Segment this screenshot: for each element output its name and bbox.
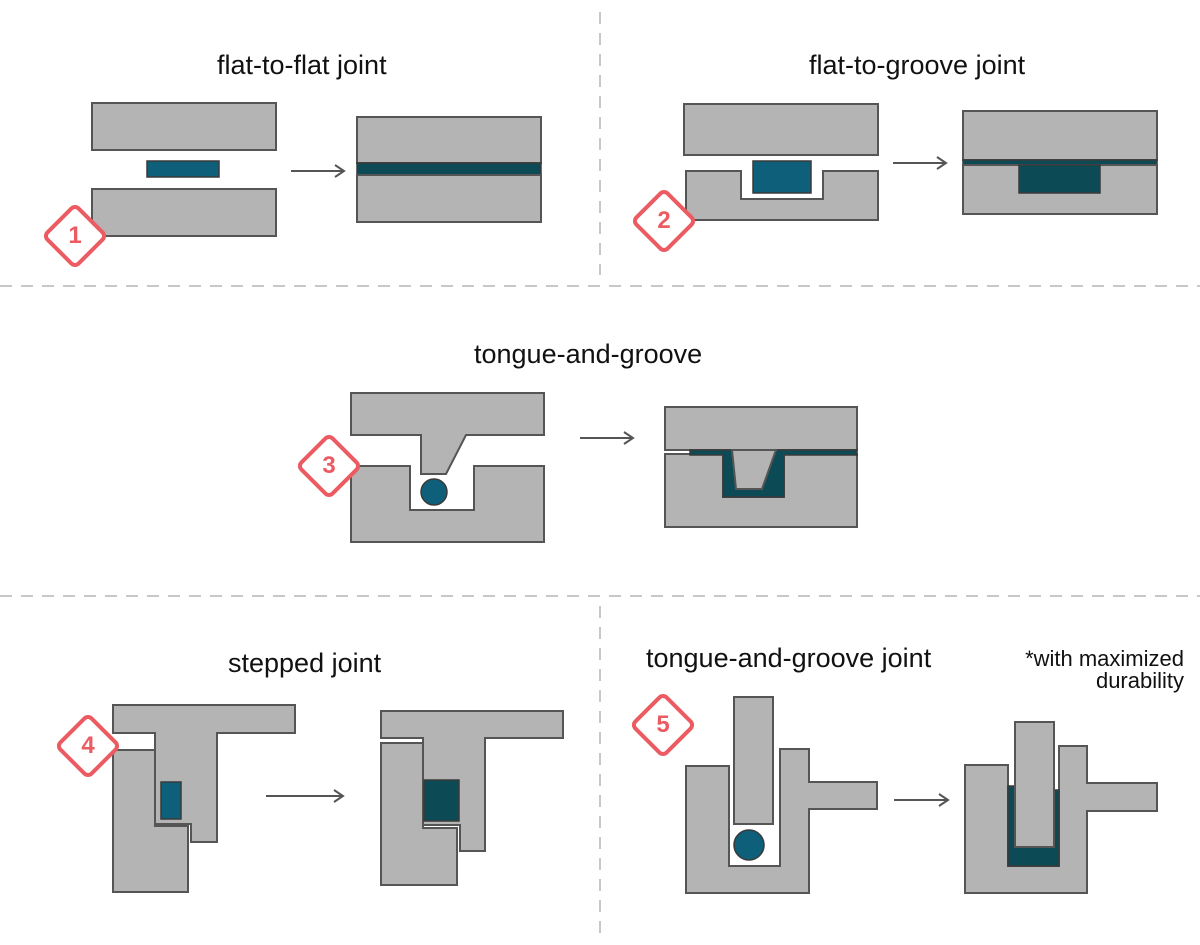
panel-title-flat-to-groove: flat-to-groove joint bbox=[809, 50, 1026, 80]
assembled-step-part bbox=[380, 742, 458, 886]
groove-gasket bbox=[752, 160, 812, 194]
panel-tongue-and-groove bbox=[350, 392, 858, 543]
assembled-upper-plate bbox=[962, 110, 1158, 161]
upper-plate bbox=[91, 102, 277, 151]
assembled-lower-plate bbox=[356, 174, 542, 223]
groove-part bbox=[685, 748, 878, 894]
compressed-gasket bbox=[423, 779, 460, 822]
compressed-gasket bbox=[356, 162, 542, 176]
badge-number: 2 bbox=[657, 207, 671, 234]
compressed-seal bbox=[689, 449, 858, 498]
panel-flat-to-groove bbox=[683, 103, 1158, 221]
panel-tongue-and-groove-max bbox=[685, 696, 1158, 894]
panel-title-stepped: stepped joint bbox=[228, 648, 382, 678]
assembled-tongue bbox=[730, 449, 778, 490]
badge-5: 5 bbox=[629, 691, 697, 759]
arrow-right-icon bbox=[291, 164, 346, 178]
panel-title-flat-to-flat: flat-to-flat joint bbox=[217, 50, 387, 80]
panel-stepped bbox=[112, 704, 564, 893]
panel-flat-to-flat bbox=[91, 102, 542, 237]
durability-note: *with maximized durability bbox=[1025, 648, 1184, 692]
step-part bbox=[112, 749, 189, 893]
panel-title-tongue-and-groove-max: tongue-and-groove joint bbox=[646, 643, 932, 673]
arrow-right-icon bbox=[894, 793, 950, 807]
assembled-groove-part bbox=[964, 745, 1158, 894]
groove-part bbox=[350, 465, 545, 543]
badge-number: 4 bbox=[81, 732, 95, 759]
compressed-gasket bbox=[1018, 164, 1101, 194]
badge-3: 3 bbox=[295, 432, 363, 500]
upper-plate bbox=[683, 103, 879, 156]
badge-4: 4 bbox=[54, 712, 122, 780]
badge-number: 3 bbox=[322, 452, 336, 479]
assembled-tongue bbox=[1014, 721, 1055, 848]
tongue-part bbox=[733, 696, 774, 825]
dividers bbox=[0, 12, 1200, 940]
assembled-top-part bbox=[664, 406, 858, 451]
assembled-upper-plate bbox=[356, 116, 542, 164]
badge-number: 5 bbox=[656, 711, 670, 738]
arrow-right-icon bbox=[893, 156, 948, 170]
durability-note-line-1: *with maximized bbox=[1025, 646, 1184, 671]
arrow-right-icon bbox=[580, 431, 635, 445]
lower-plate bbox=[91, 188, 277, 237]
flat-gasket bbox=[146, 160, 220, 178]
badge-1: 1 bbox=[41, 202, 109, 270]
durability-note-line-2: durability bbox=[1095, 668, 1184, 693]
badge-number: 1 bbox=[68, 222, 82, 249]
step-gasket bbox=[160, 781, 182, 820]
o-ring bbox=[420, 478, 448, 506]
tongue-part bbox=[350, 392, 545, 475]
arrow-right-icon bbox=[266, 789, 345, 803]
grooved-plate bbox=[685, 170, 879, 221]
o-ring bbox=[733, 829, 765, 861]
panel-title-tongue-and-groove: tongue-and-groove bbox=[474, 339, 703, 369]
t-part bbox=[112, 704, 296, 843]
badge-2: 2 bbox=[630, 187, 698, 255]
